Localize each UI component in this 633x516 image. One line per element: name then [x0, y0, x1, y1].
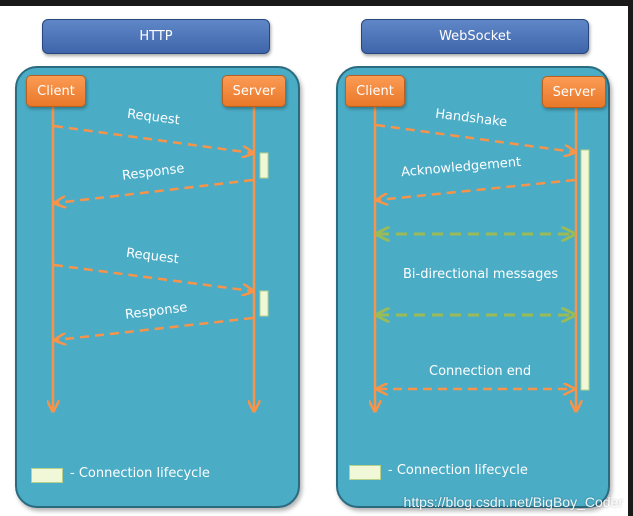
http-client-box: Client [26, 75, 86, 107]
ws-server-box: Server [542, 76, 606, 108]
http-response-arrow-1 [56, 178, 254, 203]
window-right-border [628, 0, 633, 516]
ws-client-box: Client [345, 75, 405, 107]
websocket-panel [336, 66, 610, 508]
http-request-arrow-2 [53, 263, 252, 291]
ws-connection-end-label: Connection end [429, 364, 532, 379]
http-server-box: Server [222, 75, 286, 107]
http-legend-swatch [31, 468, 63, 483]
ws-bidirectional-label: Bi-directional messages [403, 267, 559, 282]
http-request-arrow-1 [53, 124, 252, 153]
http-response-arrow-2 [56, 316, 254, 340]
watermark-url: https://blog.csdn.net/BigBoy_Coder [403, 494, 623, 510]
ws-lifecycle-bar [580, 149, 590, 391]
http-lifecycle-bar-1 [259, 152, 269, 179]
ws-acknowledgement-arrow [378, 178, 576, 200]
ws-handshake-arrow [375, 123, 574, 152]
http-header: HTTP [42, 19, 270, 54]
window-top-border [0, 0, 633, 6]
ws-legend-swatch [349, 465, 381, 480]
websocket-header: WebSocket [361, 19, 589, 54]
ws-legend-label: - Connection lifecycle [388, 463, 528, 478]
http-legend-label: - Connection lifecycle [70, 466, 210, 481]
http-lifecycle-bar-2 [259, 290, 269, 317]
